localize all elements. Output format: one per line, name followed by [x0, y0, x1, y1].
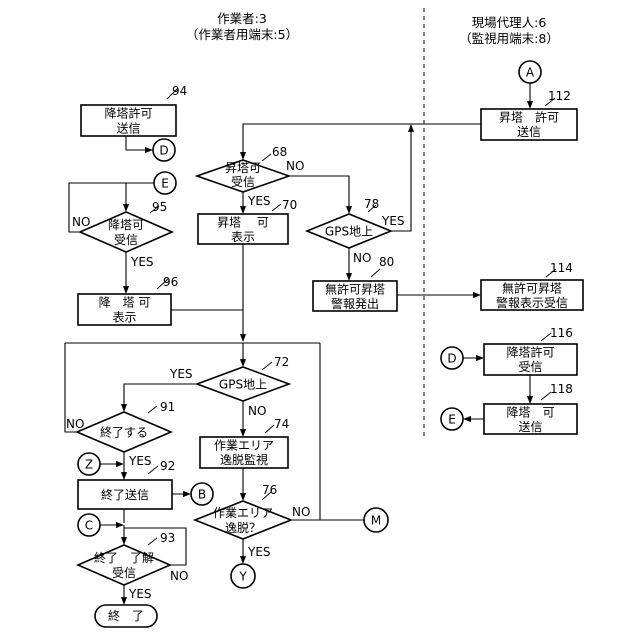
- arrow-68-no: [289, 176, 349, 213]
- leader-74: [265, 425, 274, 433]
- block-80-line-1: 無許可昇塔: [325, 282, 385, 297]
- block-96-line-2: 表示: [112, 311, 136, 325]
- decision-91-label: 終了する: [100, 425, 148, 440]
- worker-title: 作業者:3: [217, 11, 267, 26]
- ref-78: 78: [364, 197, 379, 211]
- label-95-yes: YES: [130, 255, 154, 269]
- label-91-no: NO: [66, 417, 84, 431]
- terminator-end-label: 終 了: [108, 608, 144, 623]
- ref-116: 116: [550, 326, 573, 340]
- block-112-line-2: 送信: [517, 124, 541, 139]
- connector-e-out-label: E: [448, 413, 456, 427]
- ref-70: 70: [282, 198, 297, 212]
- leader-91: [148, 406, 157, 413]
- decision-95-line-2: 受信: [114, 233, 138, 247]
- block-94-line-1: 降塔許可: [104, 107, 152, 121]
- decision-93-line-1: 終了 了解: [94, 550, 154, 565]
- block-70-line-1: 昇塔 可: [217, 216, 269, 230]
- ref-93: 93: [160, 531, 175, 545]
- block-118-line-1: 降塔 可: [506, 406, 554, 420]
- ref-68: 68: [272, 145, 287, 159]
- label-76-no: NO: [292, 505, 310, 519]
- label-93-yes: YES: [128, 587, 152, 601]
- connector-a-in-label: A: [526, 66, 535, 80]
- label-93-no: NO: [170, 569, 188, 583]
- ref-80: 80: [379, 255, 394, 269]
- block-70-line-2: 表示: [231, 230, 255, 244]
- ref-112: 112: [548, 89, 571, 103]
- ref-76: 76: [262, 483, 277, 497]
- decision-68-line-2: 受信: [231, 175, 255, 189]
- decision-93-line-2: 受信: [112, 566, 136, 580]
- agent-subtitle: （監視用端末:8）: [459, 31, 559, 46]
- leader-68: [262, 154, 271, 161]
- block-94-line-2: 送信: [116, 121, 140, 136]
- label-68-yes: YES: [247, 194, 271, 208]
- label-78-yes: YES: [381, 214, 405, 228]
- block-74-line-2: 逸脱監視: [220, 452, 268, 467]
- leader-80: [371, 269, 380, 277]
- decision-72-label: GPS地上: [219, 378, 267, 392]
- block-96-line-1: 降 塔 可: [99, 296, 151, 310]
- leader-72: [262, 362, 272, 370]
- connector-y-out-label: Y: [238, 570, 247, 584]
- label-76-yes: YES: [247, 545, 271, 559]
- ref-118: 118: [550, 382, 573, 396]
- connector-c-in-label: C: [85, 519, 93, 533]
- block-112-line-1: 昇塔 許可: [499, 111, 559, 125]
- label-72-yes: YES: [169, 367, 193, 381]
- ref-72: 72: [274, 355, 289, 369]
- connector-b-out-label: B: [198, 488, 206, 502]
- label-78-no: NO: [353, 251, 371, 265]
- ref-94: 94: [172, 84, 187, 98]
- connector-e-in-label: E: [161, 177, 169, 191]
- ref-96: 96: [163, 275, 178, 289]
- label-72-no: NO: [248, 404, 266, 418]
- block-116-line-1: 降塔許可: [506, 346, 554, 360]
- ref-91: 91: [160, 400, 175, 414]
- label-68-no: NO: [286, 159, 304, 173]
- connector-m-in-label: M: [371, 514, 381, 528]
- ref-114: 114: [550, 261, 573, 275]
- ref-92: 92: [160, 459, 175, 473]
- arrow-94-to-d: [126, 136, 152, 150]
- block-80-line-2: 警報発出: [331, 296, 379, 311]
- agent-title: 現場代理人:6: [472, 15, 547, 30]
- decision-76-line-2: 逸脱？: [225, 520, 261, 535]
- worker-subtitle: （作業者用端末:5）: [186, 27, 298, 42]
- decision-76-line-1: 作業エリア: [213, 506, 273, 520]
- decision-78-label: GPS地上: [325, 225, 373, 239]
- connector-d-out-label: D: [159, 144, 168, 158]
- block-74-line-1: 作業エリア: [214, 439, 274, 453]
- block-114-line-2: 警報表示受信: [496, 295, 568, 310]
- loop-76-no: [291, 343, 320, 520]
- block-92-label: 終了送信: [101, 487, 149, 502]
- connector-d-in-label: D: [447, 352, 456, 366]
- ref-74: 74: [274, 417, 289, 431]
- connector-z-in-label: Z: [85, 458, 93, 472]
- block-114-line-1: 無許可昇塔: [502, 281, 562, 296]
- block-116-line-2: 受信: [518, 360, 542, 374]
- leader-70: [272, 204, 281, 211]
- label-91-yes: YES: [128, 454, 152, 468]
- label-95-no: NO: [72, 215, 90, 229]
- block-118-line-2: 送信: [518, 419, 542, 434]
- decision-95-line-1: 降塔可: [108, 218, 144, 232]
- ref-95: 95: [152, 200, 167, 214]
- leader-93: [148, 538, 157, 545]
- decision-68-line-1: 昇塔可: [225, 161, 261, 175]
